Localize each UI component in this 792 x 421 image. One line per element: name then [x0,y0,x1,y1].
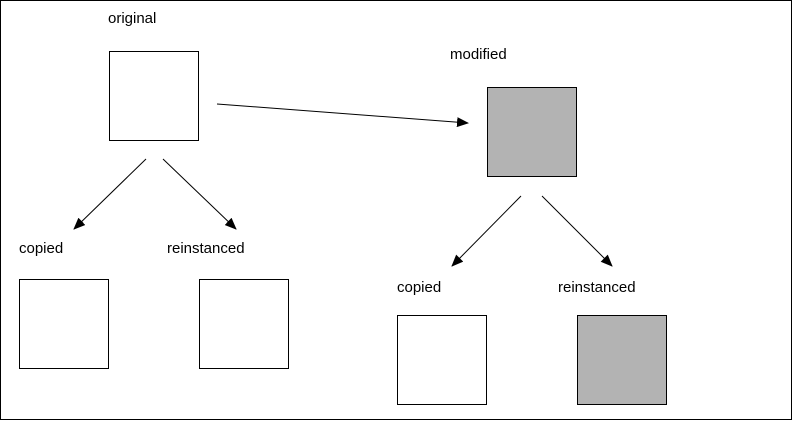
arrow-modified-to-copied [451,195,522,267]
label-copied-right: copied [397,279,442,296]
label-modified: modified [450,46,507,63]
box-copied-right [397,315,487,405]
label-original: original [108,10,157,27]
label-reinstanced-right: reinstanced [558,279,636,296]
label-copied-left: copied [19,240,64,257]
arrow-original-to-reinstanced [162,158,237,230]
box-reinstanced-left [199,279,289,369]
box-modified [487,87,577,177]
arrow-modified-to-reinstanced [541,195,613,267]
box-reinstanced-right [577,315,667,405]
arrow-original-to-modified [216,103,469,128]
box-original [109,51,199,141]
label-reinstanced-left: reinstanced [167,240,245,257]
arrow-original-to-copied [73,158,147,230]
box-copied-left [19,279,109,369]
